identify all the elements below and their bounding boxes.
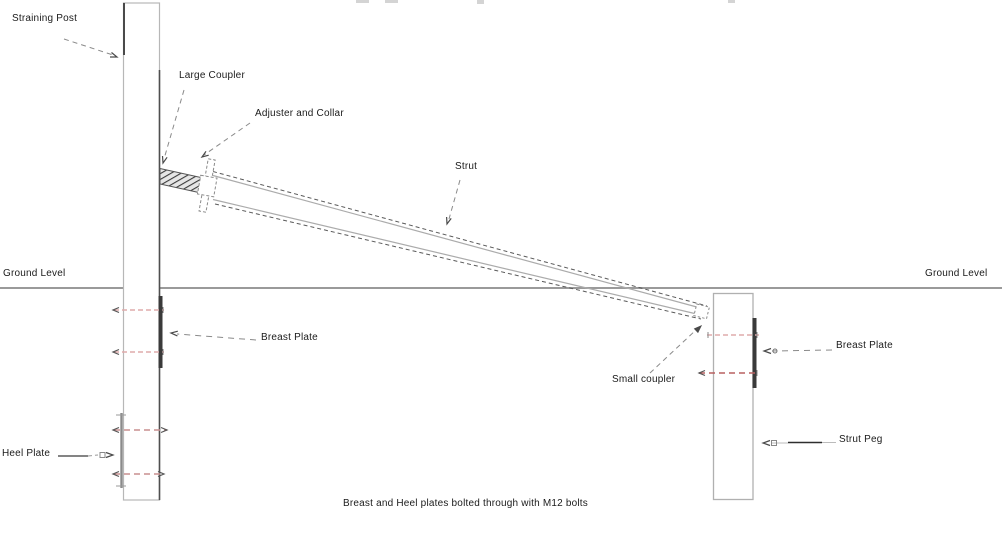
leader-large-coupler (163, 89, 185, 160)
strut-top-edge (212, 174, 707, 311)
arrowhead-icon (161, 155, 168, 165)
strut-bottom-edge (212, 198, 704, 317)
leader-breast-plate-right (771, 349, 833, 352)
cropped-title-remnant (356, 0, 735, 4)
leader-strut (448, 179, 461, 220)
label-strut-peg: Strut Peg (839, 434, 883, 445)
arrowhead-icon (762, 347, 772, 355)
arrowhead-icon (446, 216, 452, 226)
label-straining-post: Straining Post (12, 13, 78, 24)
bolt-arrow-icon (111, 426, 120, 434)
label-large-coupler: Large Coupler (179, 70, 245, 81)
leader-end-marker (99, 452, 106, 458)
bolt-arrow-icon (697, 369, 706, 377)
strut-top-dashed-line (212, 171, 708, 307)
arrowhead-icon (200, 150, 209, 159)
breast-plate-right (752, 318, 757, 388)
leader-end-marker (771, 440, 777, 446)
bolt-arrow-icon (111, 348, 120, 356)
leader-straining-post (63, 38, 114, 56)
arrowhead-icon (169, 330, 178, 337)
straining-post-outline (122, 2, 161, 501)
breast-plate-left (158, 296, 163, 368)
bolt-arrow-icon (111, 470, 120, 478)
leader-small-coupler (649, 328, 698, 374)
adjuster-block (196, 174, 218, 198)
bolt-lines-right-post (697, 332, 759, 377)
arrowhead-icon (693, 324, 703, 334)
title-remnant-mark (477, 0, 484, 4)
title-remnant-mark (356, 0, 369, 3)
title-remnant-mark (385, 0, 398, 3)
straining-post (122, 2, 161, 501)
strut-bottom-dashed-line (214, 203, 702, 320)
strut-peg-post (712, 292, 754, 501)
label-ground-level-left: Ground Level (3, 268, 66, 279)
annotation-leaders (58, 38, 836, 459)
arrowhead-icon (105, 451, 115, 459)
label-adjuster-and-collar: Adjuster and Collar (255, 108, 344, 119)
bolt-lines-left-post (111, 306, 169, 478)
adjuster-and-collar (196, 158, 218, 213)
strut-peg-outline (712, 292, 754, 501)
label-breast-plate-left: Breast Plate (261, 332, 318, 343)
bolt-arrow-icon (160, 426, 169, 434)
small-coupler-body (693, 303, 711, 320)
strut (212, 171, 708, 320)
arrowhead-icon (761, 439, 771, 447)
large-coupler (159, 167, 202, 194)
leader-adjuster-collar (203, 122, 251, 156)
title-remnant-mark (728, 0, 735, 3)
bolt-arrow-icon (157, 470, 166, 478)
drawing-caption: Breast and Heel plates bolted through wi… (343, 498, 588, 509)
leader-heel-plate-dash (87, 454, 99, 457)
label-heel-plate: Heel Plate (2, 448, 51, 459)
label-breast-plate-right: Breast Plate (836, 340, 893, 351)
arrowhead-icon (110, 52, 119, 58)
leader-breast-plate-left (176, 333, 257, 341)
bolt-arrow-icon (111, 306, 120, 314)
heel-plate (116, 413, 126, 488)
label-ground-level-right: Ground Level (925, 268, 988, 279)
label-small-coupler: Small coupler (612, 374, 676, 385)
label-strut: Strut (455, 161, 478, 172)
leader-end-marker (772, 348, 778, 354)
small-coupler (693, 303, 711, 320)
